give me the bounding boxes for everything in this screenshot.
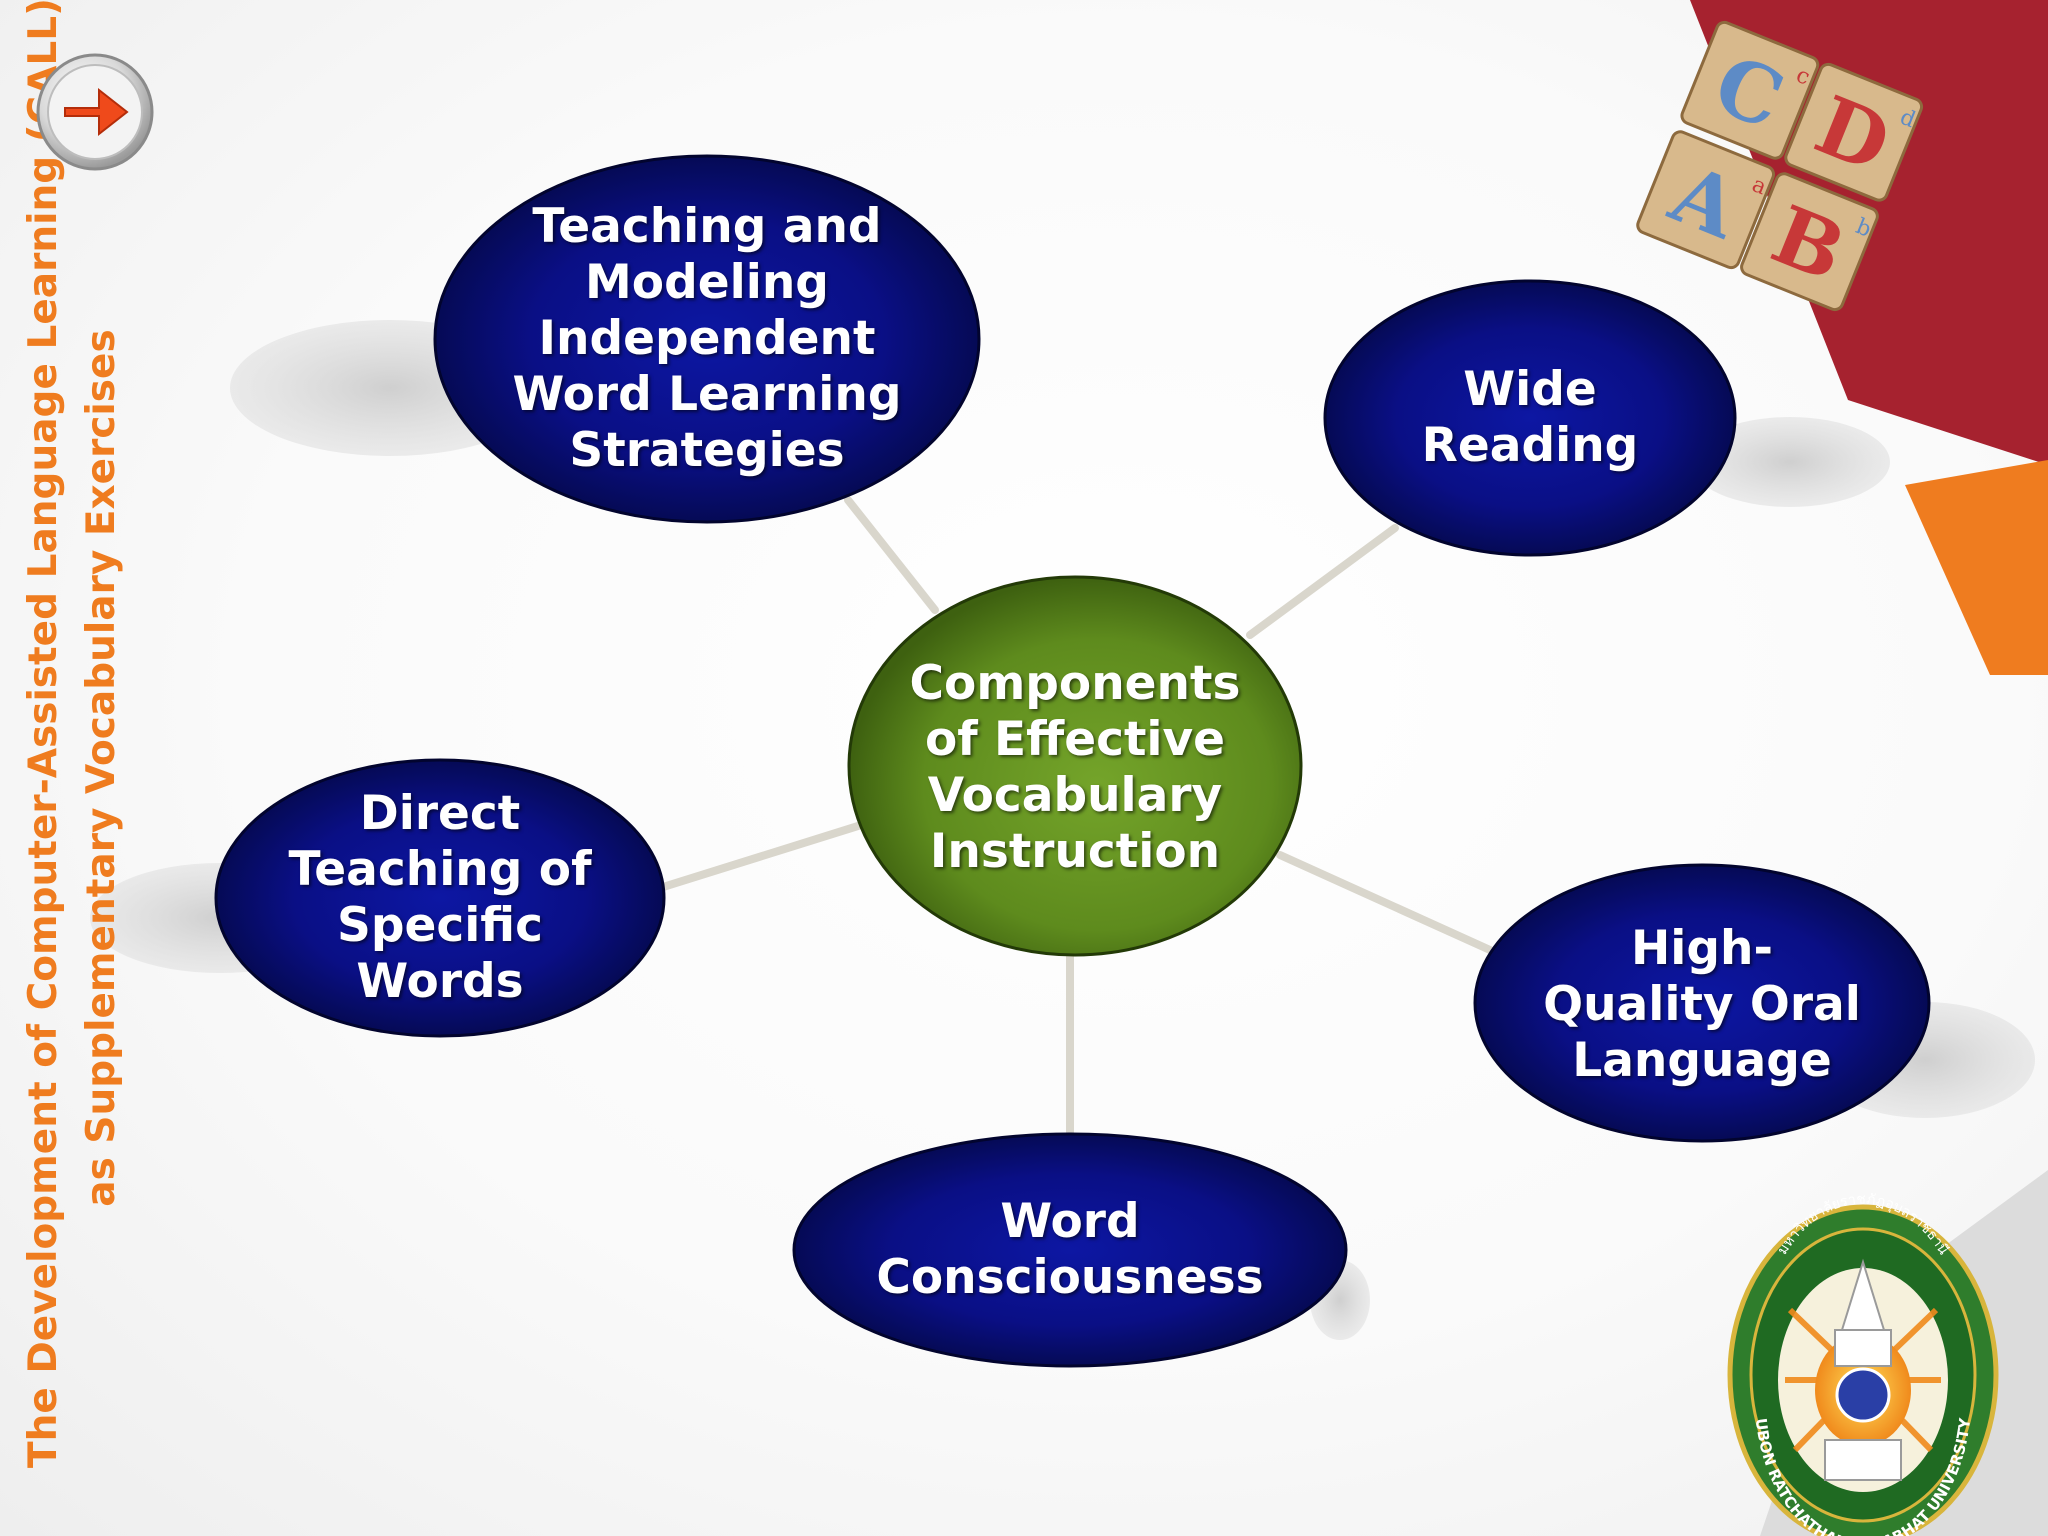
node-shape-direct	[214, 758, 666, 1038]
node-center-label: Components of Effective Vocabulary Instr…	[909, 655, 1241, 879]
node-shape-consciousness	[792, 1132, 1348, 1368]
node-shape-center	[847, 575, 1303, 957]
node-word-consciousness: Word Consciousness	[820, 1160, 1320, 1340]
node-shape-reading	[1323, 279, 1737, 557]
node-teaching-modeling-label: Teaching and Modeling Independent Word L…	[512, 199, 902, 478]
node-high-quality-oral: High- Quality Oral Language	[1490, 890, 1914, 1120]
node-word-consciousness-label: Word Consciousness	[876, 1194, 1264, 1305]
node-center: Components of Effective Vocabulary Instr…	[875, 630, 1275, 905]
connector-oral	[1276, 851, 1494, 954]
next-arrow-icon	[36, 53, 154, 171]
node-direct-teaching-label: Direct Teaching of Specific Words	[288, 786, 592, 1009]
node-shape-teaching	[433, 154, 981, 524]
node-high-quality-oral-label: High- Quality Oral Language	[1543, 921, 1861, 1088]
node-direct-teaching: Direct Teaching of Specific Words	[232, 778, 648, 1018]
connector-reading	[1246, 524, 1399, 639]
node-wide-reading-label: Wide Reading	[1421, 362, 1639, 473]
connector-teaching	[844, 496, 939, 614]
node-wide-reading: Wide Reading	[1345, 300, 1715, 536]
connector-direct	[656, 822, 862, 892]
node-teaching-modeling: Teaching and Modeling Independent Word L…	[455, 170, 959, 508]
next-button[interactable]	[33, 50, 157, 174]
node-shape-oral	[1473, 863, 1931, 1143]
